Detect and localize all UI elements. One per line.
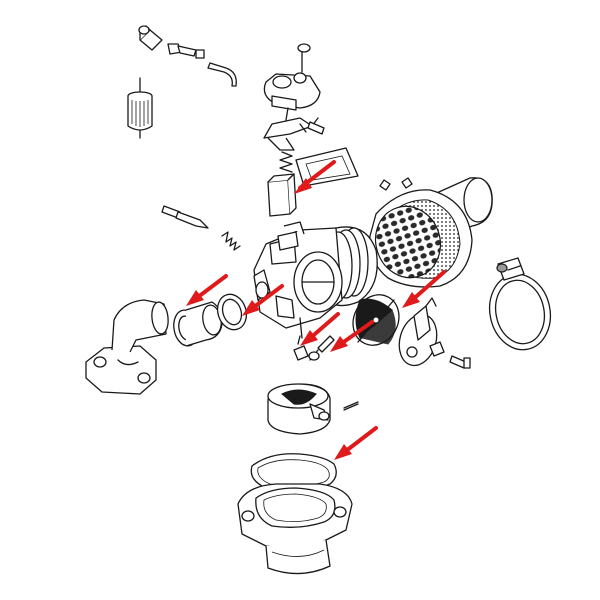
carburetor-body	[253, 221, 378, 339]
diaphragm-block	[267, 173, 297, 217]
adjust-screw-top	[307, 121, 325, 135]
retaining-pin	[343, 401, 359, 411]
callout-arrow-float-needle	[330, 320, 374, 352]
fuel-filter	[127, 77, 153, 139]
needle-lever-assembly	[263, 107, 319, 151]
fuel-hose	[207, 62, 237, 87]
callout-arrow-spacer	[186, 274, 228, 306]
intake-gasket	[216, 293, 248, 331]
needle-spring	[279, 151, 293, 173]
intake-manifold	[85, 299, 169, 395]
idle-screw-spring	[221, 231, 241, 251]
fuel-inlet-fitting	[138, 25, 163, 51]
float-needle	[308, 335, 335, 361]
callout-arrow-main-jet	[300, 312, 340, 346]
float-bowl-cover	[263, 43, 321, 111]
small-screws	[379, 177, 413, 191]
main-jet	[293, 335, 309, 361]
callout-arrows	[186, 160, 446, 460]
choke-lever	[398, 297, 445, 367]
callout-arrow-pump-block	[294, 160, 336, 194]
callout-arrow-gasket	[242, 284, 284, 316]
callout-arrow-flange-gasket	[334, 426, 378, 460]
banjo-bolt	[167, 43, 205, 59]
callout-arrow-choke-plate	[402, 270, 446, 308]
venturi-insert	[267, 383, 331, 435]
choke-screw	[449, 355, 471, 369]
idle-mixture-screw	[161, 205, 209, 229]
hose-clamp	[488, 257, 552, 351]
spacer-sleeve	[173, 301, 223, 347]
air-cleaner-housing	[369, 177, 493, 288]
carburetor-base-flange	[237, 483, 353, 575]
